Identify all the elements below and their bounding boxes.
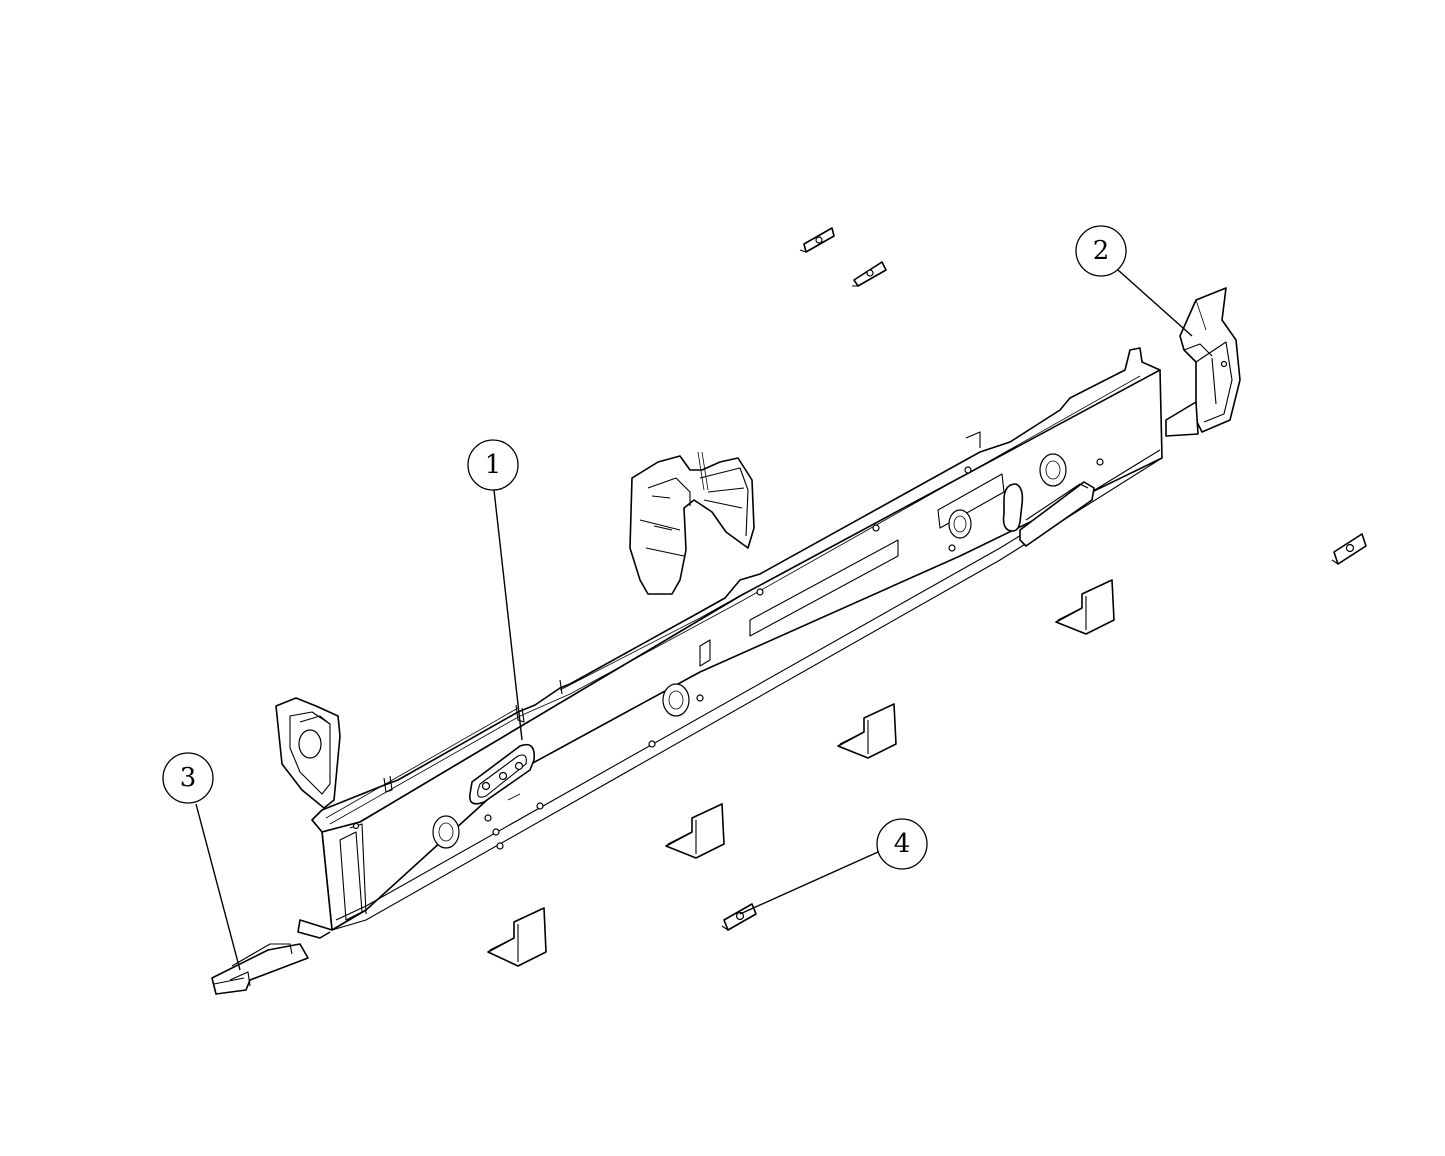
leader-line-4 [739, 851, 879, 915]
callout-balloon-1: 1 [467, 439, 519, 491]
left-mount-bracket [275, 697, 341, 809]
main-rail [297, 347, 1163, 939]
l-bracket-4 [487, 907, 547, 967]
leader-line-3 [195, 803, 241, 971]
leader-line-1 [493, 489, 523, 741]
callout-label-2: 2 [1093, 236, 1110, 266]
small-plate-4 [721, 903, 757, 931]
l-bracket-3 [665, 803, 725, 859]
left-end-cap [211, 943, 309, 995]
l-bracket-2 [837, 703, 897, 759]
small-plate-3 [1331, 533, 1367, 565]
small-plate-1 [799, 227, 835, 253]
callout-label-1: 1 [485, 450, 502, 480]
right-end-bracket [1165, 287, 1241, 437]
callout-balloon-3: 3 [162, 752, 214, 804]
leader-line-2 [1117, 269, 1193, 337]
callout-balloon-4: 4 [876, 818, 928, 870]
callout-balloon-2: 2 [1075, 225, 1127, 277]
small-plate-2 [852, 261, 887, 287]
callout-label-3: 3 [180, 763, 197, 793]
center-u-bracket [629, 451, 755, 595]
l-bracket-1 [1055, 579, 1115, 635]
callout-label-4: 4 [894, 829, 911, 859]
